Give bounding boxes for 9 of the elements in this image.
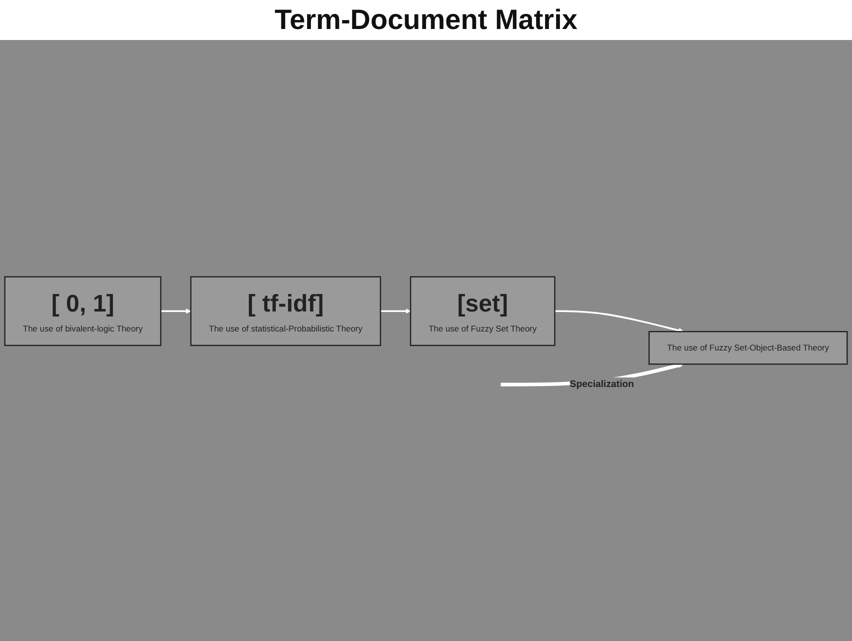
node-box: [ tf-idf] The use of statistical-Probabilistic Theory xyxy=(190,276,382,346)
arrow xyxy=(554,310,684,333)
edge-label: Specialization xyxy=(570,378,634,390)
arrow xyxy=(160,308,192,314)
arrow xyxy=(380,308,411,314)
diagram-title: Term-Document Matrix xyxy=(0,0,852,40)
node-box: [ 0, 1] The use of bivalent-logic Theory xyxy=(4,276,162,346)
node-box: [set] The use of Fuzzy Set Theory xyxy=(410,276,556,346)
node-box: The use of Fuzzy Set-Object-Based Theory xyxy=(648,330,848,364)
